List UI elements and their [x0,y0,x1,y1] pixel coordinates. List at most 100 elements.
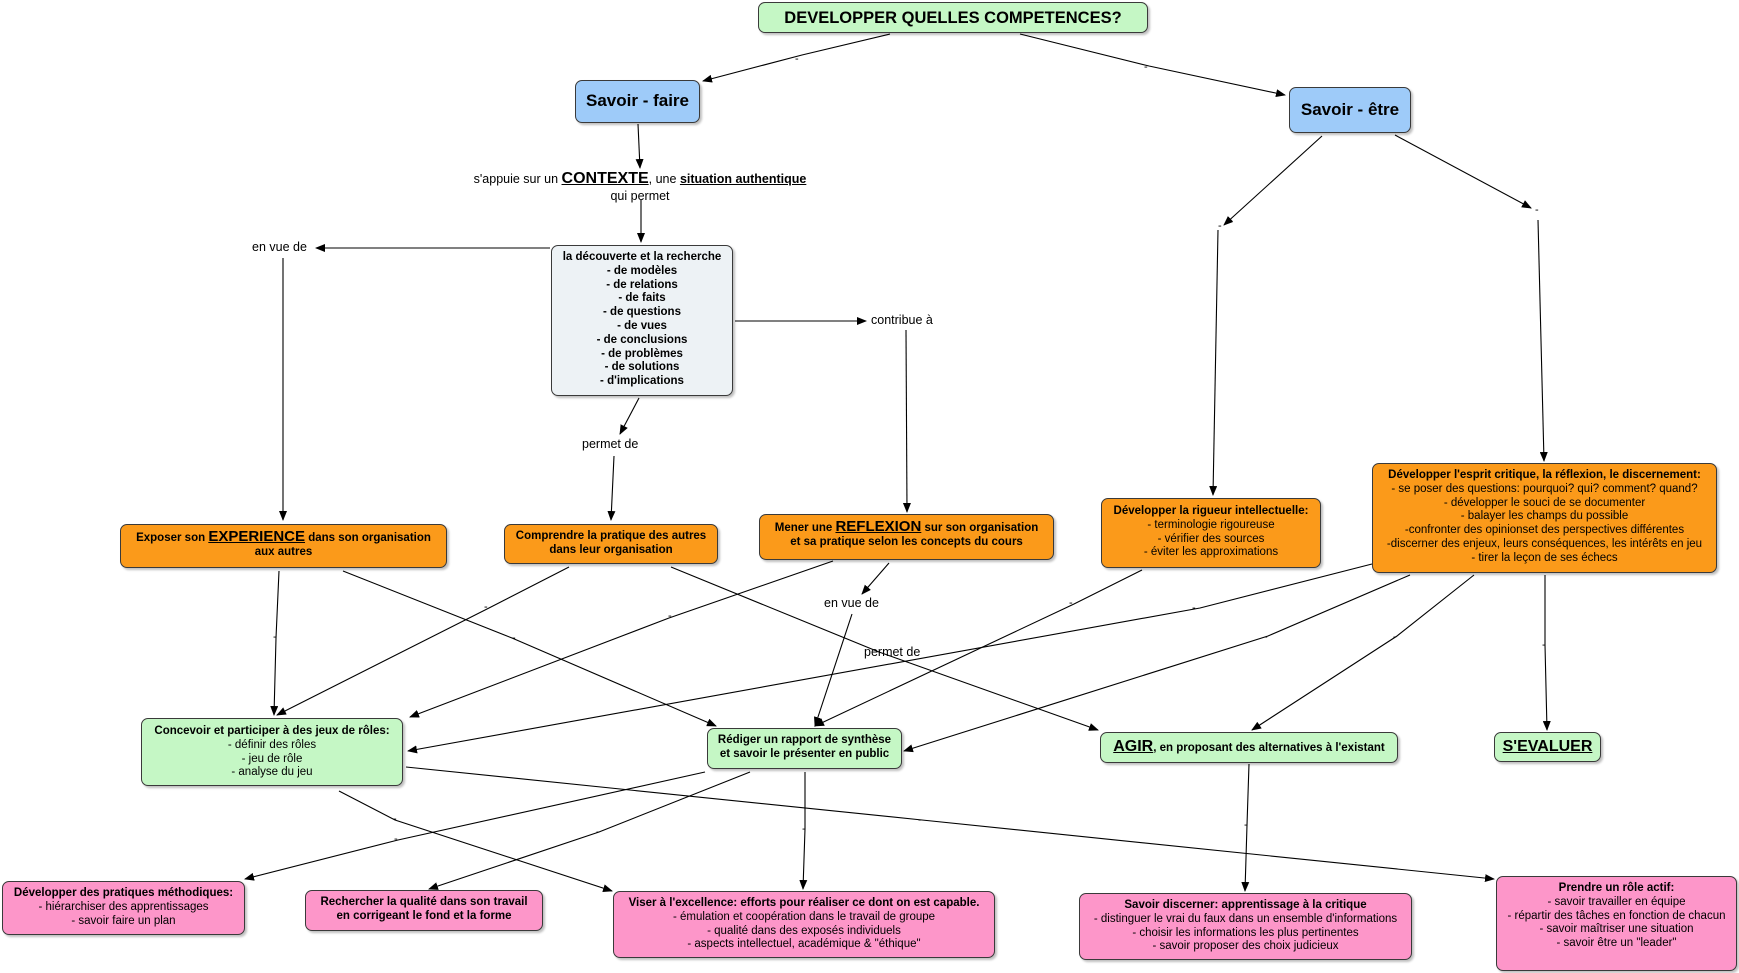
list-item: - émulation et coopération dans le trava… [672,910,936,923]
comprendre-line1: Comprendre la pratique des autres [515,530,707,542]
edge-label-dash: - [1264,631,1268,643]
root-label: DEVELOPPER QUELLES COMPETENCES? [784,9,1122,27]
list-item: - de vues [617,319,667,332]
list-item: - terminologie rigoureuse [1147,518,1275,531]
evaluer-label: S'EVALUER [1502,738,1593,755]
edge-label-dash: - [918,814,922,826]
edge-esprit-evaluer [1542,575,1551,731]
concevoir-title: Concevoir et participer à des jeux de rô… [154,725,390,737]
list-item: - éviter les approximations [1143,546,1279,559]
list-item: - répartir des tâches en fonction de cha… [1507,909,1726,922]
decouverte-title: la découverte et la recherche [562,251,722,263]
pratiques-title: Développer des pratiques méthodiques: [13,887,234,899]
agir-post: , en proposant des alternatives à l'exis… [1153,742,1385,754]
esprit-critique-node[interactable]: Développer l'esprit critique, la réflexi… [1372,463,1717,573]
esprit-title: Développer l'esprit critique, la réflexi… [1388,469,1701,481]
reflexion-node[interactable]: Mener une REFLEXION sur son organisation… [759,514,1054,560]
excellence-title: Viser à l'excellence: efforts pour réali… [628,897,980,909]
experience-keyword: EXPERIENCE [208,528,306,545]
qualite-line2: en corrigeant le fond et la forme [336,909,512,922]
permet-de-label-2: permet de [864,645,921,659]
contexte-pre: s'appuie sur un [473,172,562,186]
edge-dash-esprit [1537,219,1548,462]
list-item: -confronter des opinionset des perspecti… [1404,524,1685,537]
edge-experience-rediger [342,570,717,727]
list-item: - définir des rôles [227,738,317,751]
en-vue-de-label-2: en vue de [824,596,879,610]
reflexion-keyword: REFLEXION [835,518,922,535]
list-item: - choisir les informations les plus pert… [1132,926,1359,939]
list-item: - distinguer le vrai du faux dans un ens… [1093,912,1398,925]
edge-esprit-agir [1251,574,1475,731]
comprendre-node[interactable]: Comprendre la pratique des autres dans l… [504,524,718,564]
pratiques-node[interactable]: Développer des pratiques méthodiques: - … [2,881,245,935]
qualite-line1: Rechercher la qualité dans son travail [320,896,528,908]
edge-en-vue-de-rediger [814,613,853,727]
evaluer-node[interactable]: S'EVALUER [1494,732,1601,762]
discerner-node[interactable]: Savoir discerner: apprentissage à la cri… [1079,893,1412,960]
list-item: - savoir proposer des choix judicieux [1152,940,1339,953]
edge-label-dash: - [1069,597,1073,609]
edge-rigueur-rediger [814,569,1143,727]
edge-esprit-concevoir [407,563,1373,754]
experience-node[interactable]: Exposer son EXPERIENCE dans son organisa… [120,524,447,568]
list-item: - hiérarchiser des apprentissages [38,900,209,913]
contexte-label: s'appuie sur un CONTEXTE, une situation … [440,170,840,205]
rigueur-node[interactable]: Développer la rigueur intellectuelle: - … [1101,498,1321,568]
rediger-node[interactable]: Rédiger un rapport de synthèse et savoir… [707,728,902,769]
qualite-node[interactable]: Rechercher la qualité dans son travail e… [305,890,543,931]
edge-rediger-pratiques [244,771,706,881]
edge-permet-de-comprendre [607,455,616,521]
list-item: - aspects intellectuel, académique & "ét… [687,938,921,951]
permet-de-label: permet de [582,437,639,451]
situation-authentique-link[interactable]: situation authentique [679,172,807,186]
edge-label-dash: - [1244,819,1248,831]
edge-experience-concevoir [270,570,280,716]
list-item: - savoir faire un plan [71,914,176,927]
edge-label-dash: - [1393,631,1397,643]
contribue-a-label: contribue à [871,313,933,327]
list-item: - vérifier des sources [1157,532,1265,545]
list-item: -discerner des enjeux, leurs conséquence… [1386,537,1703,550]
list-item: - de faits [618,292,666,305]
list-item: - savoir travailler en équipe [1547,895,1686,908]
savoir-etre-node[interactable]: Savoir - être [1289,87,1411,133]
edge-comprendre-agir [670,566,1099,731]
excellence-node[interactable]: Viser à l'excellence: efforts pour réali… [613,891,995,958]
edge-label-dash: - [484,601,488,613]
edge-label-dash: - [393,813,397,825]
agir-node[interactable]: AGIR, en proposant des alternatives à l'… [1100,732,1398,763]
edge-label-dash: - [668,610,672,622]
edge-comprendre-concevoir [276,566,570,716]
root-node[interactable]: DEVELOPPER QUELLES COMPETENCES? [758,2,1148,33]
contexte-keyword: CONTEXTE [561,170,649,187]
role-actif-node[interactable]: Prendre un rôle actif: - savoir travaill… [1496,876,1737,971]
reflexion-pre: Mener une [774,522,836,534]
edge-label-dash: - [512,632,516,644]
savoir-faire-node[interactable]: Savoir - faire [575,80,700,123]
en-vue-de-label: en vue de [252,240,307,254]
edge-esprit-rediger [903,574,1411,753]
concevoir-node[interactable]: Concevoir et participer à des jeux de rô… [141,718,403,786]
edge-concevoir-excellence [338,790,613,893]
list-item: - de problèmes [601,347,683,360]
edge-root-savoir-faire [702,33,891,83]
edge-dash-rigueur [1209,229,1219,496]
decouverte-node[interactable]: la découverte et la recherche - de modèl… [551,245,733,396]
edge-decouverte-permet-de [619,397,640,435]
savoir-etre-label: Savoir - être [1300,100,1400,119]
edge-label-dash: - [1535,204,1539,216]
experience-line2: aux autres [254,545,313,558]
edge-rediger-qualite [428,771,751,890]
list-item: - tirer la leçon de ses échecs [1471,551,1618,564]
reflexion-post: sur son organisation [921,522,1039,534]
list-item: - de modèles [606,264,678,277]
edge-label-dash: - [795,53,799,65]
agir-keyword: AGIR [1113,738,1154,755]
edge-rediger-excellence [799,772,808,890]
list-item: - d'implications [600,375,684,388]
comprendre-line2: dans leur organisation [549,543,673,556]
edge-label-dash: - [1218,220,1222,232]
experience-pre: Exposer son [136,532,209,544]
